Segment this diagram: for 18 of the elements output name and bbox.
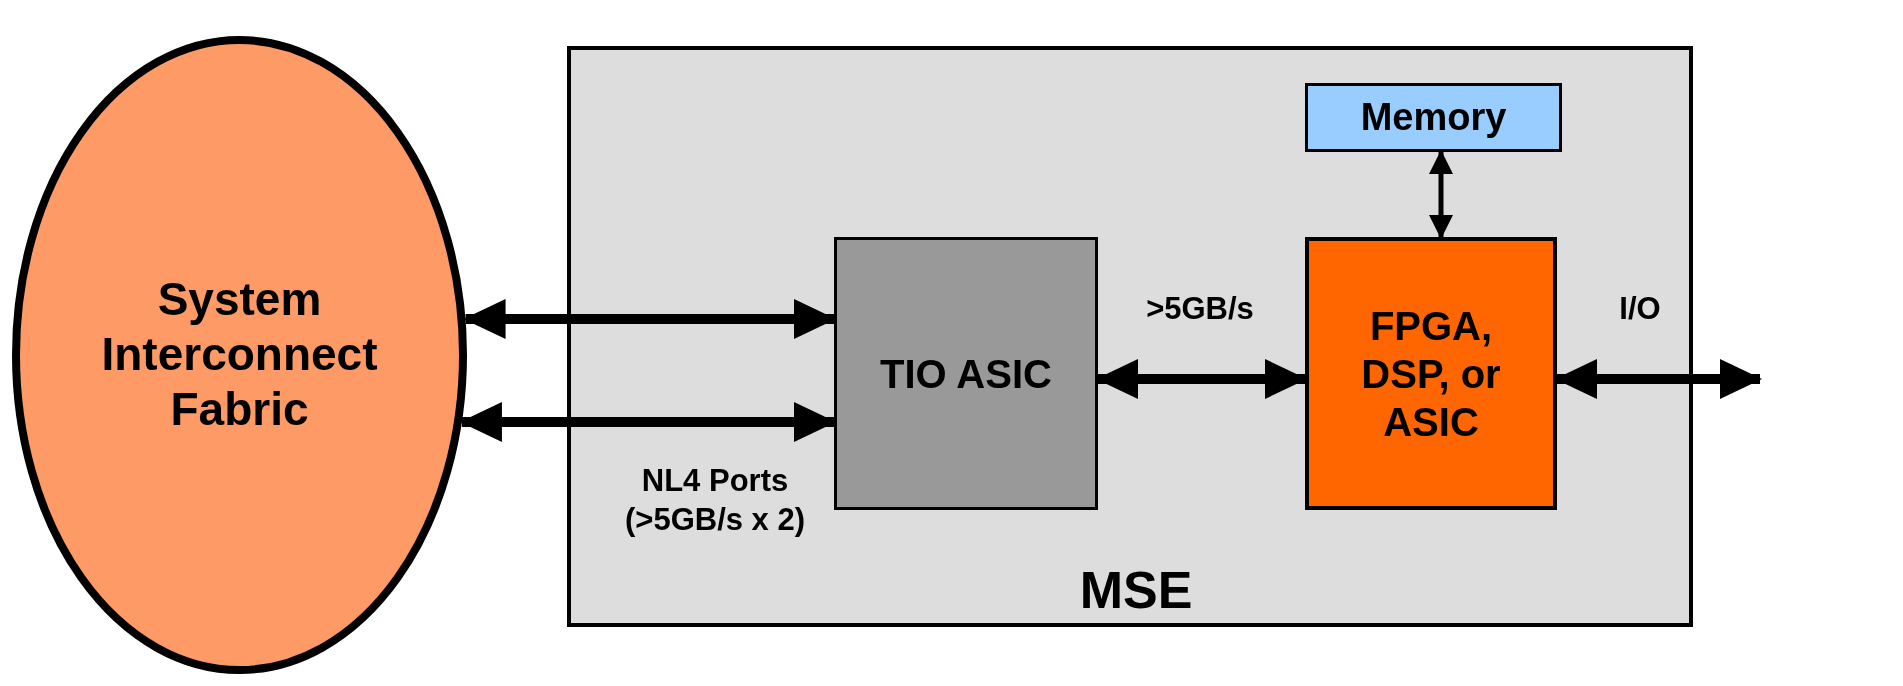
container-box bbox=[567, 46, 1693, 627]
ellipse-node bbox=[12, 36, 467, 674]
container-title: MSE bbox=[1078, 559, 1194, 621]
edge-label: NL4 Ports (>5GB/s x 2) bbox=[623, 462, 807, 539]
block-box bbox=[834, 237, 1098, 510]
node-label: System Interconnect Fabric bbox=[100, 272, 379, 438]
double-arrow bbox=[463, 299, 836, 339]
double-arrow bbox=[1555, 359, 1762, 399]
node-label: Memory bbox=[1359, 94, 1508, 140]
node-label: FPGA, DSP, or ASIC bbox=[1360, 302, 1502, 446]
double-arrow bbox=[1096, 359, 1307, 399]
edge-label: I/O bbox=[1618, 290, 1662, 328]
node-label: TIO ASIC bbox=[879, 350, 1053, 398]
edge-label: >5GB/s bbox=[1145, 290, 1255, 328]
double-arrow bbox=[459, 402, 836, 442]
block-box bbox=[1305, 237, 1557, 510]
double-arrow bbox=[1429, 150, 1453, 239]
block-box bbox=[1305, 83, 1562, 152]
